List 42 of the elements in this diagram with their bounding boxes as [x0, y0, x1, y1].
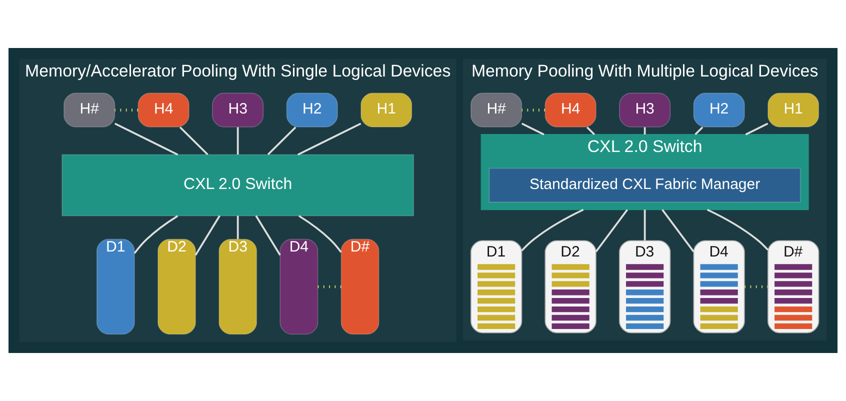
connector	[706, 208, 769, 251]
node-box: H3	[618, 92, 671, 128]
node-box: H#	[63, 92, 116, 128]
node-box: D2	[544, 240, 596, 334]
connector	[298, 215, 342, 253]
connector	[595, 209, 628, 252]
node-box: H1	[360, 92, 412, 128]
connector	[267, 126, 296, 156]
node-box: H2	[286, 92, 338, 128]
node-box: H1	[767, 92, 820, 128]
connector	[745, 122, 768, 136]
connector	[194, 215, 220, 256]
connector	[694, 126, 704, 136]
connector	[644, 210, 646, 241]
connector	[662, 209, 694, 252]
node-box: D1	[470, 240, 522, 334]
node-box: H#	[470, 92, 522, 128]
node-box: H2	[693, 92, 745, 128]
connector	[255, 215, 281, 256]
connector	[134, 215, 178, 254]
connector	[179, 126, 208, 156]
node-box: CXL 2.0 Switch	[62, 154, 414, 216]
node-box: H4	[544, 92, 596, 128]
connector	[236, 216, 239, 240]
node-box: D4	[280, 238, 318, 335]
node-box: D1	[96, 238, 135, 335]
connector	[521, 208, 584, 252]
connector	[114, 122, 178, 156]
node-box: D#	[340, 238, 380, 335]
node-box: D#	[767, 240, 820, 334]
connector	[586, 126, 596, 136]
node-box: H4	[138, 92, 190, 128]
node-box: H3	[212, 92, 264, 128]
node-box: D3	[218, 238, 258, 335]
connector	[297, 122, 362, 156]
node-box: D4	[693, 240, 745, 334]
connector	[644, 127, 646, 134]
connector	[521, 122, 544, 136]
node-box: D3	[618, 240, 671, 334]
node-box: Standardized CXL Fabric Manager	[488, 168, 801, 203]
node-box: D2	[157, 238, 196, 335]
connector	[236, 127, 239, 154]
